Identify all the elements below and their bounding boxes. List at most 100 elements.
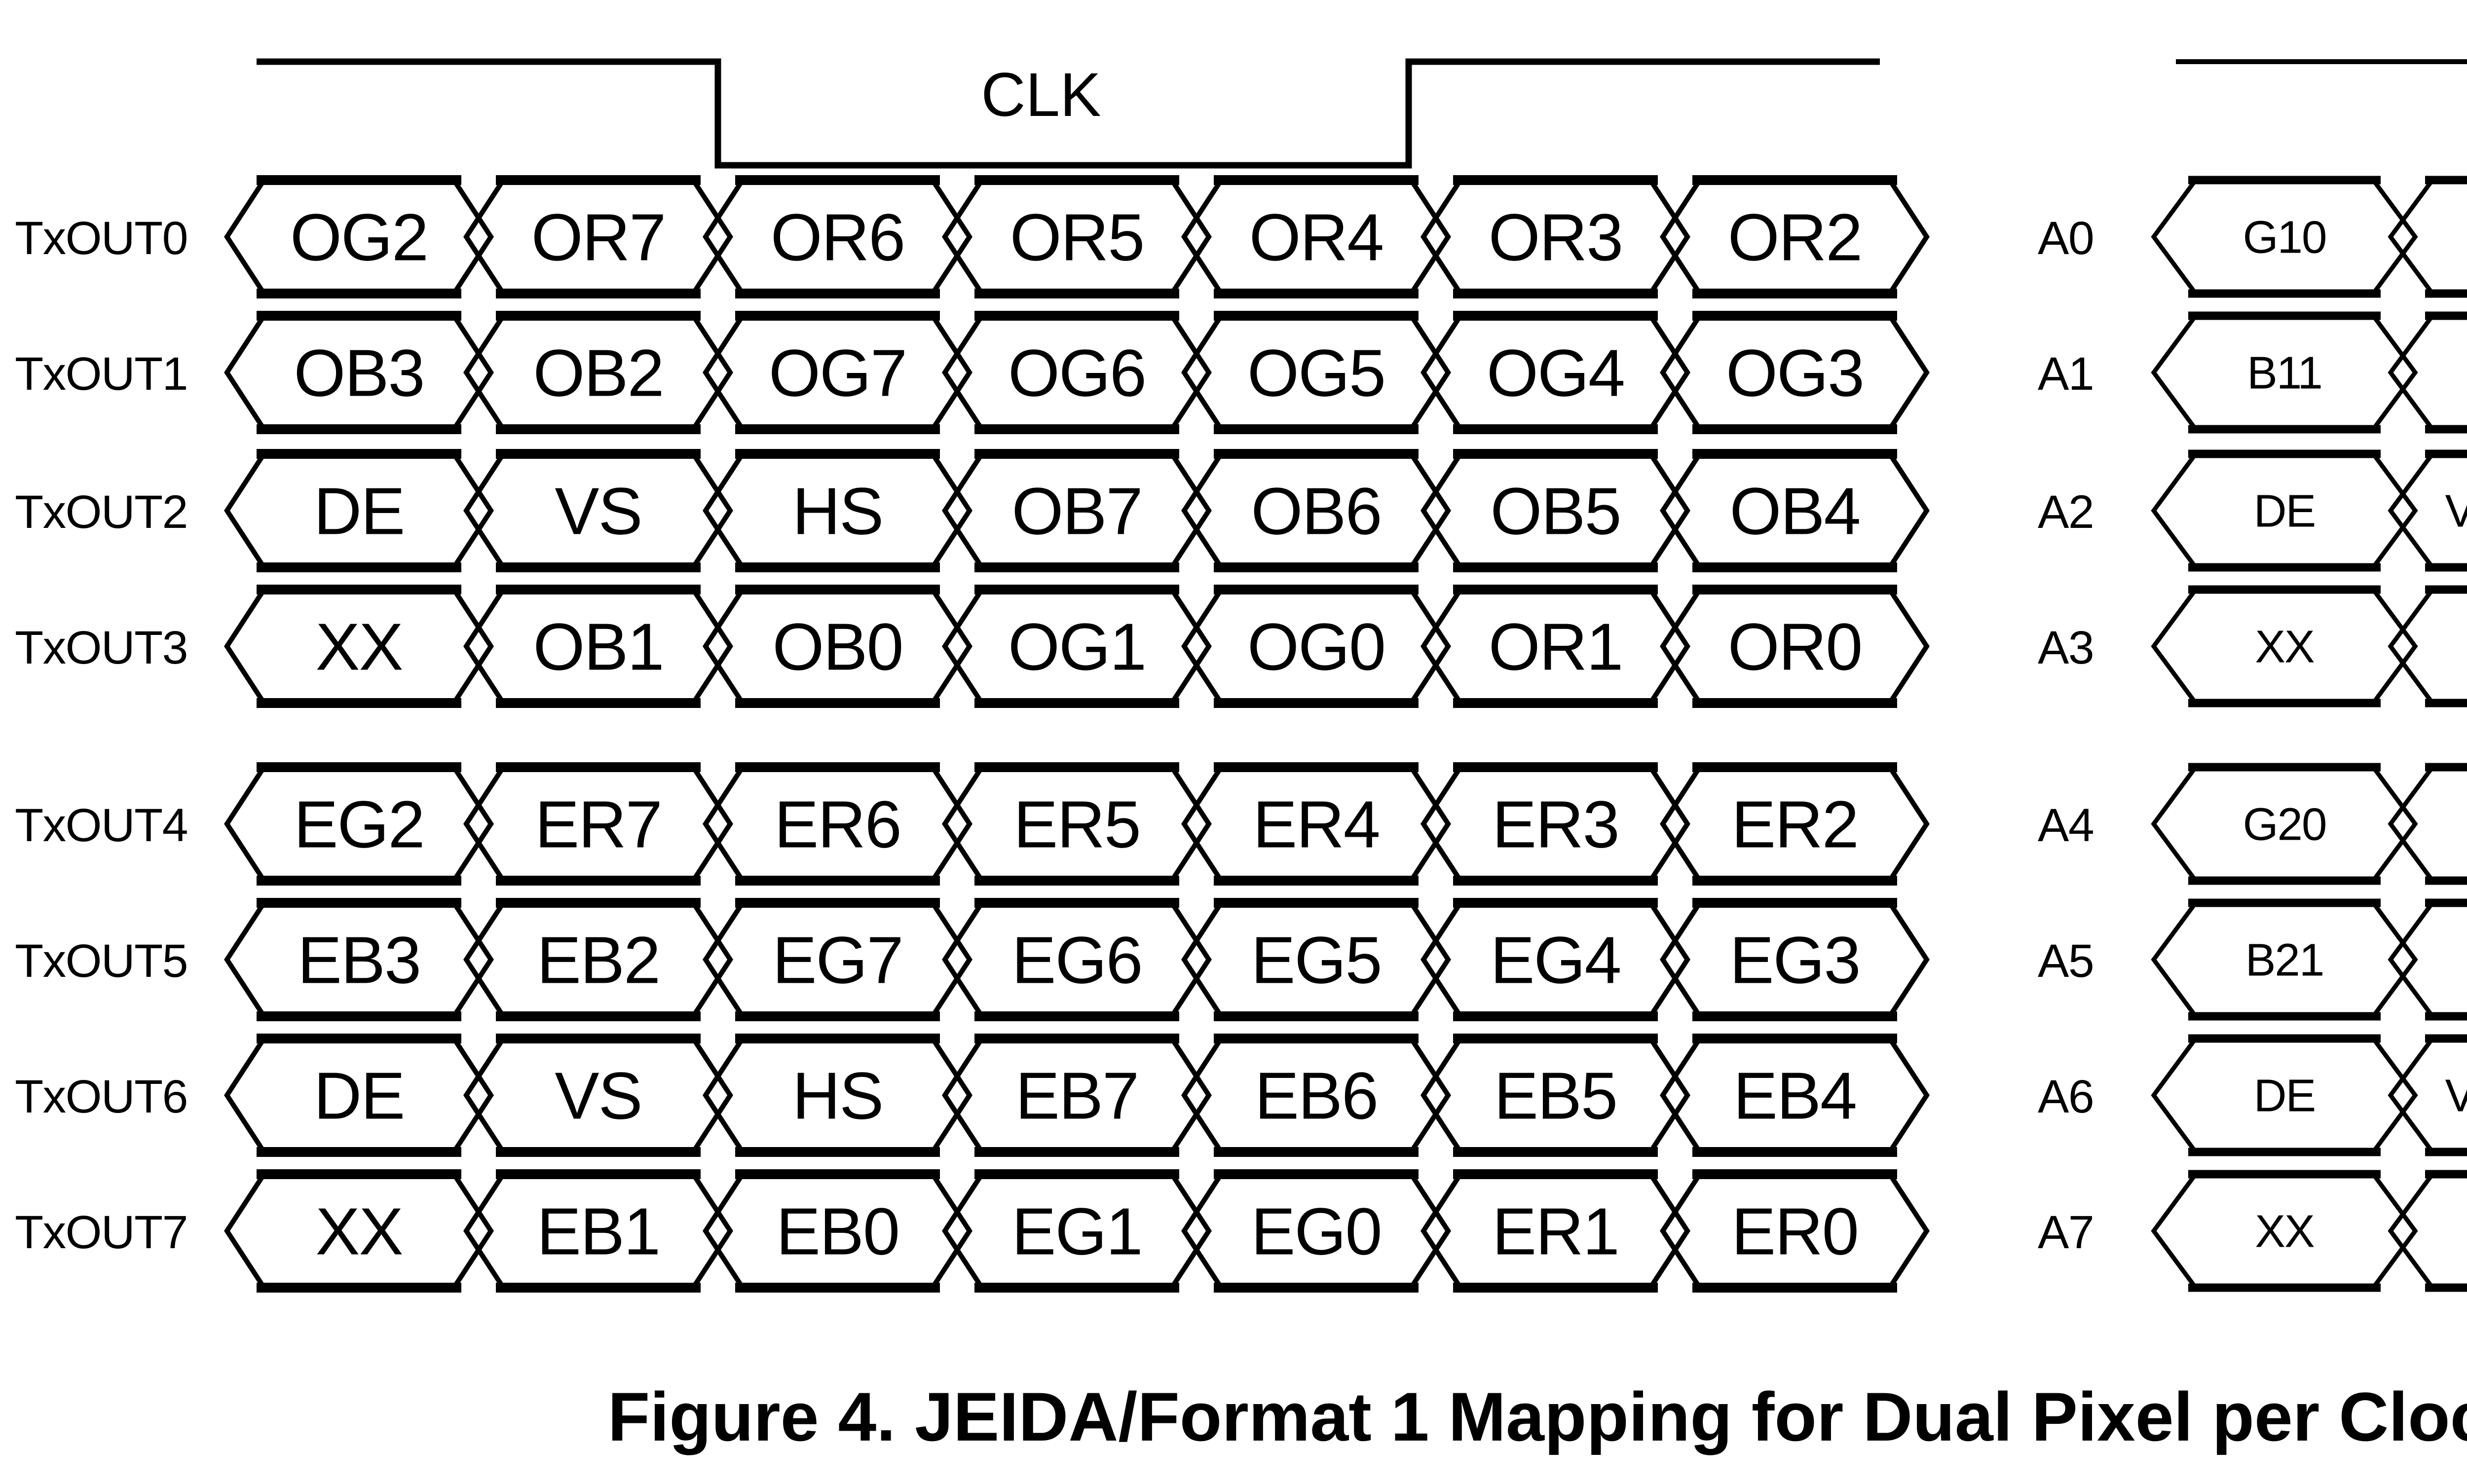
bus-cell: ER0 <box>1660 1169 1930 1293</box>
bus-cell: OR3 <box>1420 175 1690 299</box>
bus-cell: EB3 <box>224 898 494 1022</box>
signal-row-A1: A1B11B10G15G14G13G12G11 <box>2038 311 2467 434</box>
bus-cell: EB7 <box>942 1034 1212 1157</box>
bus-cell: OB5 <box>1420 449 1690 573</box>
bus-cell: DE <box>224 1034 494 1157</box>
bus-cell: OR1 <box>1420 585 1690 708</box>
bus-cell: EB5 <box>1420 1034 1690 1157</box>
bus-cell-label: ER0 <box>1731 1194 1858 1269</box>
bus-cell: ER4 <box>1181 762 1451 886</box>
signal-row-A3: A3XXB17B16G17G16R17R16 <box>2038 585 2467 707</box>
bus-cell-label: OG7 <box>769 336 906 410</box>
bus-cell-label: XX <box>315 1194 402 1269</box>
signal-row-A0: A0G10R15R14R13R12R11R10 <box>2038 176 2467 298</box>
bus-cell-label: EG7 <box>772 923 902 998</box>
bus-cell: OR7 <box>463 175 733 299</box>
bus-cell-label: OG6 <box>1008 336 1146 410</box>
bus-cell: VSYNC <box>2388 1034 2467 1156</box>
bus-cell-label: OR0 <box>1728 610 1862 684</box>
right-rows: A0G10R15R14R13R12R11R10A1B11B10G15G14G13… <box>2038 176 2467 1292</box>
bus-cell: OB4 <box>1660 449 1930 573</box>
bus-cell-label: HS <box>792 474 883 549</box>
bus-cell: DE <box>2151 449 2418 572</box>
bus-cell-label: G20 <box>2243 799 2326 850</box>
bus-cell: EG3 <box>1660 898 1930 1022</box>
bus-cell-label: EG2 <box>294 787 424 862</box>
bus-cell: OR6 <box>703 175 972 299</box>
bus-cell: ER1 <box>1420 1169 1690 1293</box>
row-label: TxOUT5 <box>15 935 187 987</box>
bus-cell-label: EG6 <box>1011 923 1142 998</box>
bus-cell-label: EB0 <box>776 1194 899 1269</box>
bus-cell: EB6 <box>1181 1034 1451 1157</box>
bus-cell: OB6 <box>1181 449 1451 573</box>
row-label: A4 <box>2038 799 2093 852</box>
bus-cell-label: ER3 <box>1492 787 1619 862</box>
bus-cell-outline <box>2388 178 2467 296</box>
bus-cell-label: EB5 <box>1494 1059 1617 1133</box>
bus-cell-label: OG1 <box>1008 610 1146 684</box>
bus-cell-label: EB6 <box>1255 1059 1378 1133</box>
bus-cell-label: EB4 <box>1733 1059 1856 1133</box>
bus-cell: EG4 <box>1420 898 1690 1022</box>
bus-cell-label: OR7 <box>531 200 666 275</box>
bus-cell: B11 <box>2151 311 2418 434</box>
bus-cell-label: DE <box>2254 485 2316 537</box>
bus-cell-label: XX <box>2255 1206 2314 1257</box>
bus-cell-label: EG1 <box>1011 1194 1142 1269</box>
row-label: A1 <box>2038 348 2093 400</box>
signal-row-A7: A7XXB27B26G27G26R27R26 <box>2038 1170 2467 1292</box>
bus-cell-label: OB3 <box>294 336 424 410</box>
bus-cell-label: EG4 <box>1490 923 1620 998</box>
row-label: A5 <box>2038 935 2093 987</box>
bus-cell: ER5 <box>942 762 1212 886</box>
bus-cell-label: EB7 <box>1015 1059 1138 1133</box>
bus-cell-outline <box>2388 900 2467 1019</box>
bus-cell: VS <box>463 449 733 573</box>
bus-cell-label: ER4 <box>1253 787 1380 862</box>
bus-cell-label: EB3 <box>298 923 420 998</box>
bus-cell: OG6 <box>942 311 1212 435</box>
bus-cell: OB3 <box>224 311 494 435</box>
bus-cell: XX <box>2151 1170 2418 1292</box>
clk-waveform <box>2176 59 2467 65</box>
bus-cell: OG3 <box>1660 311 1930 435</box>
bus-cell-label: OB5 <box>1490 474 1620 549</box>
row-label: TxOUT0 <box>15 212 187 264</box>
bus-cell-label: OR6 <box>771 200 905 275</box>
bus-cell: OG1 <box>942 585 1212 708</box>
signal-row-TxOUT5: TxOUT5 EB3 EB2 EG7 EG6 EG5 EG4 EG3 <box>15 898 1930 1022</box>
bus-cell: R25 <box>2388 763 2467 885</box>
bus-cell: EB2 <box>463 898 733 1022</box>
bus-cell: OR0 <box>1660 585 1930 708</box>
signal-row-A4: A4G20R25R24R23R22R21R20 <box>2038 763 2467 885</box>
bus-cell: EG7 <box>703 898 972 1022</box>
bus-cell: OG4 <box>1420 311 1690 435</box>
bus-cell: B17 <box>2388 585 2467 707</box>
bus-cell: EG5 <box>1181 898 1451 1022</box>
bus-cell: XX <box>224 1169 494 1293</box>
bus-cell-label: DE <box>2254 1070 2316 1121</box>
bus-cell: VS <box>463 1034 733 1157</box>
bus-cell-label: EG3 <box>1729 923 1860 998</box>
bus-cell-label: OB2 <box>533 336 663 410</box>
bus-cell-label: ER2 <box>1731 787 1858 862</box>
bus-cell: EG0 <box>1181 1169 1451 1293</box>
bus-cell-label: EG5 <box>1251 923 1381 998</box>
bus-cell: DE <box>224 449 494 573</box>
bus-cell-label: DE <box>314 1059 405 1133</box>
bus-cell: OG5 <box>1181 311 1451 435</box>
bus-cell: EB4 <box>1660 1034 1930 1157</box>
bus-cell-label: OR1 <box>1489 610 1623 684</box>
row-label: A2 <box>2038 486 2093 538</box>
bus-cell-label: VS <box>555 474 641 549</box>
bus-cell: ER7 <box>463 762 733 886</box>
bus-cell-label: ER1 <box>1492 1194 1619 1269</box>
bus-cell-label: XX <box>315 610 402 684</box>
